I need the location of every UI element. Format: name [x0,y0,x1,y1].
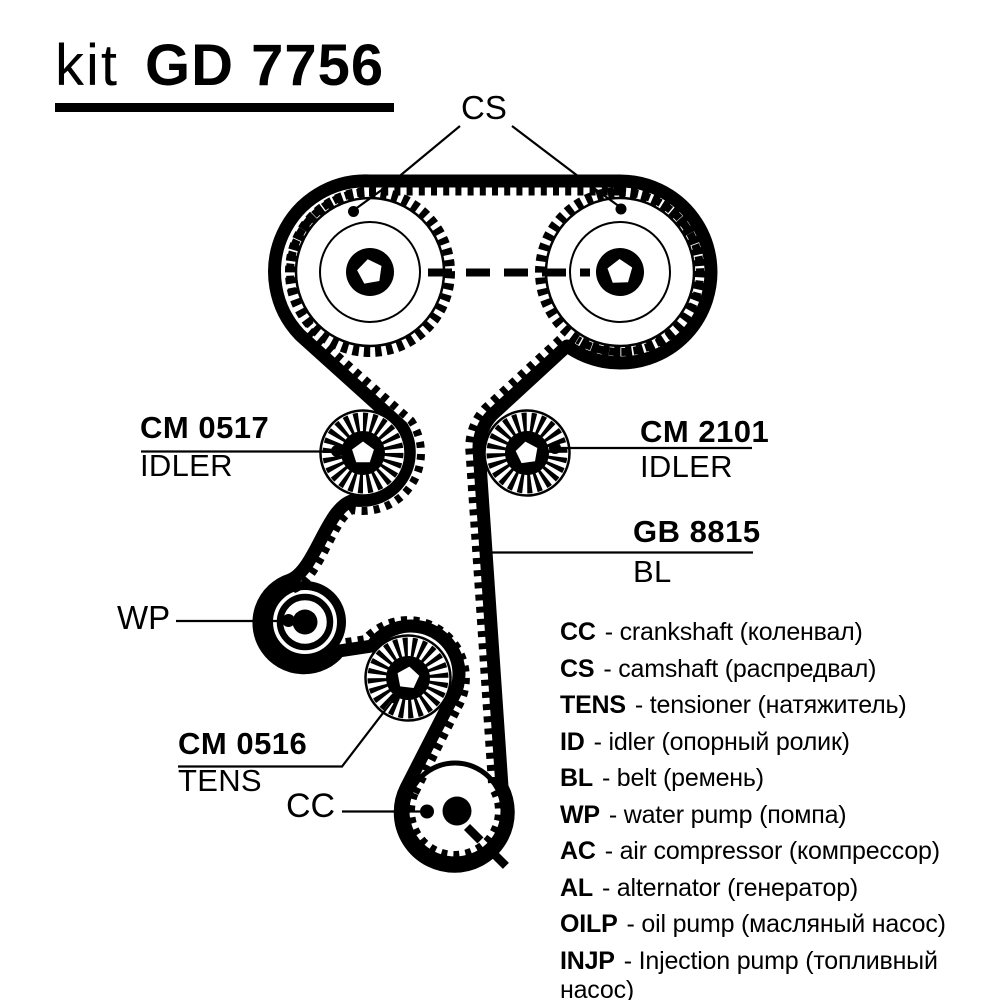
cc-label: CC [286,787,336,825]
role-label-idler-left: IDLER [140,448,233,483]
water-pump-pulley [262,579,348,665]
legend-term: INJP [560,947,615,975]
legend-desc: - air compressor (компрессор) [604,837,940,865]
cs-dot-right [615,203,627,215]
timing-belt-teeth [286,187,705,859]
legend-desc: - belt (ремень) [601,764,764,792]
part-label-cm0516: CM 0516 [178,726,308,761]
role-label-tensioner: TENS [178,763,262,798]
legend-term: AC [560,837,596,865]
wp-label: WP [117,599,171,636]
legend-desc: - idler (опорный ролик) [593,728,850,756]
legend-row: CS - camshaft (распредвал) [560,655,876,684]
legend-row: TENS - tensioner (натяжитель) [560,691,907,720]
legend-term: CC [560,618,596,646]
legend-row: OILP - oil pump (масляный насос) [560,910,946,939]
part-label-cm2101: CM 2101 [640,414,770,449]
cs-label: CS [461,89,507,126]
legend-row: WP - water pump (помпа) [560,801,847,830]
kit-title-prefix: kit [55,33,119,98]
cs-leader-left [353,125,461,211]
legend-row: AL - alternator (генератор) [560,874,858,903]
leader-dots [282,203,627,819]
role-label-idler-right: IDLER [640,449,733,484]
legend-row: ID - idler (опорный ролик) [560,728,850,757]
legend-term: ID [560,728,585,756]
part-label-gb8815: GB 8815 [633,514,761,549]
legend-desc: - alternator (генератор) [601,874,859,902]
legend-term: AL [560,874,593,902]
cm2101-dot [549,442,561,454]
leader-lines [141,125,753,813]
legend-row: BL - belt (ремень) [560,764,764,793]
legend-term: CS [560,655,595,683]
legend-row: AC - air compressor (компрессор) [560,837,940,866]
legend-row: CC - crankshaft (коленвал) [560,618,863,647]
cm0516-leader [178,699,394,768]
part-label-cm0517: CM 0517 [140,410,270,445]
camshaft-pulley-left [290,192,450,352]
legend-desc: - camshaft (распредвал) [603,655,877,683]
legend-term: OILP [560,910,618,938]
legend-row: INJP- Injection pump (топливный насос) [560,947,1000,1000]
cm0516-dot [389,693,400,704]
wp-dot [282,614,295,627]
legend-term: TENS [560,691,626,719]
timing-belt-back [252,174,718,873]
legend-term: BL [560,764,593,792]
legend-desc: - oil pump (масляный насос) [626,910,946,938]
legend-desc: - tensioner (натяжитель) [634,691,907,719]
cm0517-dot [331,445,343,457]
role-label-belt: BL [633,554,672,589]
legend-desc: - water pump (помпа) [608,801,847,829]
cc-dot [420,804,434,819]
legend-term: WP [560,801,600,829]
crankshaft-pulley [404,760,513,873]
kit-title-code: GD 7756 [145,33,385,98]
legend-desc: - Injection pump (топливный насос) [560,947,938,1000]
cs-leader-right [511,125,621,208]
legend-desc: - crankshaft (коленвал) [604,618,863,646]
cs-dot-left [348,206,359,217]
